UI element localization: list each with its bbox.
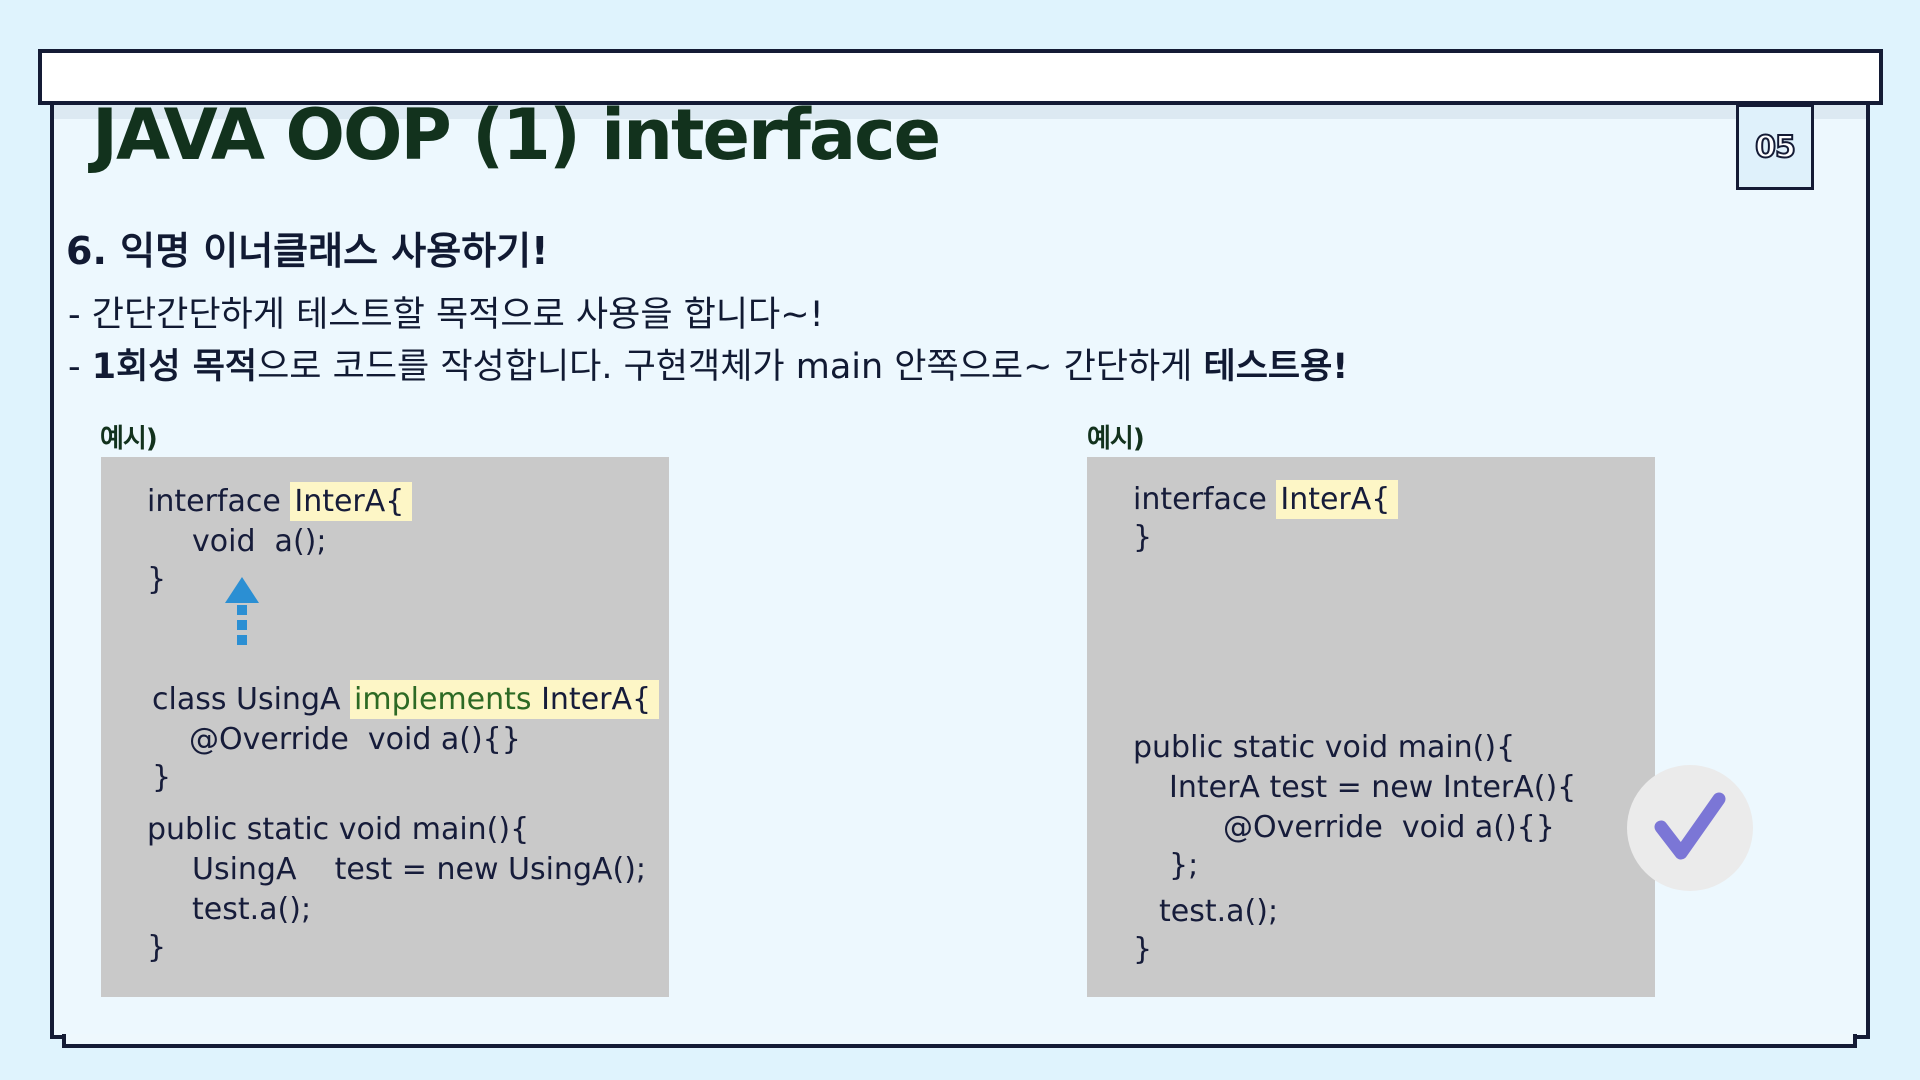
dashed-up-arrow-icon xyxy=(225,577,259,645)
page-number-badge: 05 xyxy=(1736,104,1814,190)
code-line: class UsingA implements InterA{ xyxy=(152,680,660,719)
code-line: public static void main(){ xyxy=(147,812,530,847)
code-line: } xyxy=(1133,932,1153,967)
code-highlight: InterA{ xyxy=(1276,480,1399,519)
code-line: void a(); xyxy=(192,524,327,559)
code-panel-left: interface InterA{ void a(); } class Usin… xyxy=(101,457,669,997)
page-number: 05 xyxy=(1754,129,1797,166)
code-highlight-text: InterA{ xyxy=(531,682,652,717)
code-line: } xyxy=(152,760,172,795)
bullet-2: - 1회성 목적으로 코드를 작성합니다. 구현객체가 main 안쪽으로~ 간… xyxy=(68,338,1348,389)
example-label-right: 예시) xyxy=(1087,424,1145,454)
code-line: UsingA test = new UsingA(); xyxy=(192,852,647,887)
code-line: } xyxy=(147,930,167,965)
code-line: }; xyxy=(1169,848,1199,883)
code-line: } xyxy=(1133,520,1153,555)
bullet-2-middle: 으로 코드를 작성합니다. 구현객체가 main 안쪽으로~ 간단하게 xyxy=(257,347,1204,387)
code-line: public static void main(){ xyxy=(1133,730,1516,765)
code-panel-right: interface InterA{ } public static void m… xyxy=(1087,457,1655,997)
bullet-1: - 간단간단하게 테스트할 목적으로 사용을 합니다~! xyxy=(68,295,824,335)
slide-frame-shadow xyxy=(62,1034,1857,1048)
code-keyword: class UsingA xyxy=(152,682,351,717)
code-keyword: interface xyxy=(1133,482,1277,517)
bullet-2-prefix: - xyxy=(68,347,92,387)
bullet-2-bold-tail: 테스트용! xyxy=(1203,347,1349,387)
code-line: test.a(); xyxy=(192,892,312,927)
code-highlight: InterA{ xyxy=(290,482,413,521)
title-strip xyxy=(54,105,1866,119)
checkmark-icon xyxy=(1654,792,1726,860)
code-line: } xyxy=(147,562,167,597)
code-line: InterA test = new InterA(){ xyxy=(1169,770,1577,805)
code-implements-keyword: implements xyxy=(354,682,532,717)
code-keyword: interface xyxy=(147,484,291,519)
example-label-left: 예시) xyxy=(100,424,158,454)
code-line: test.a(); xyxy=(1159,894,1279,929)
code-highlight: implements InterA{ xyxy=(350,680,660,719)
code-line: interface InterA{ xyxy=(1133,480,1399,519)
code-line: @Override void a(){} xyxy=(1223,810,1555,845)
checkmark-badge xyxy=(1627,765,1753,891)
section-heading: 6. 익명 이너클래스 사용하기! xyxy=(66,229,549,273)
page-title: JAVA OOP (1) interface xyxy=(92,94,941,176)
bullet-2-bold-lead: 1회성 목적 xyxy=(91,347,258,387)
top-bar xyxy=(38,49,1883,105)
code-line: @Override void a(){} xyxy=(189,722,521,757)
code-line: interface InterA{ xyxy=(147,482,413,521)
